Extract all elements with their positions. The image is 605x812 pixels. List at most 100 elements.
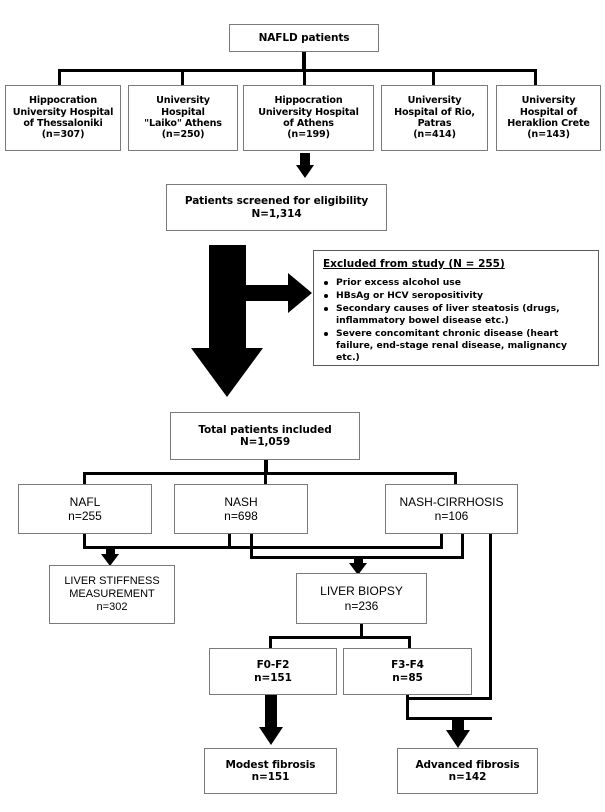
arrow-to-lsm-stem <box>106 546 115 557</box>
group-cirrhosis-count: n=106 <box>434 509 469 523</box>
site-2-line1: University <box>156 95 210 107</box>
node-site-thessaloniki: Hippocration University Hospital of Thes… <box>5 85 121 151</box>
site-2-count: (n=250) <box>161 129 205 141</box>
connector-cirrhosis-to-advanced <box>489 534 492 700</box>
connector-drop-f3f4 <box>408 636 411 649</box>
excluded-reason-3: Secondary causes of liver steatosis (dru… <box>323 303 590 327</box>
arrow-to-modest-stem <box>265 695 277 730</box>
connector-sites-bus <box>58 69 537 72</box>
excluded-reason-1: Prior excess alcohol use <box>323 277 590 289</box>
node-patients-screened: Patients screened for eligibility N=1,31… <box>166 184 387 231</box>
site-3-line1: Hippocration <box>274 95 343 107</box>
lsm-count: n=302 <box>96 600 128 613</box>
site-3-line2: University Hospital <box>258 106 359 118</box>
arrow-excluded-right <box>233 273 312 313</box>
group-nafl-count: n=255 <box>68 509 102 523</box>
node-liver-biopsy: LIVER BIOPSY n=236 <box>296 573 427 624</box>
connector-drop-group-nafl <box>83 472 86 485</box>
connector-drop-f0f2 <box>269 636 272 649</box>
site-5-line3: Heraklion Crete <box>507 118 590 129</box>
node-nafld-patients: NAFLD patients <box>229 24 379 52</box>
connector-advanced-merge-bottom <box>406 717 492 720</box>
excluded-title: Excluded from study (N = 255) <box>323 258 505 270</box>
connector-drop-site-1 <box>58 69 61 85</box>
arrow-to-biopsy-head <box>349 563 367 575</box>
included-line2: N=1,059 <box>239 436 291 448</box>
connector-advanced-merge-bus <box>406 697 492 700</box>
connector-cirrhosis-out-lsm <box>440 534 443 548</box>
connector-root-stem <box>302 52 306 71</box>
outcome-modest-count: n=151 <box>251 771 290 783</box>
outcome-modest-label: Modest fibrosis <box>225 758 316 771</box>
excluded-reasons-list: Prior excess alcohol use HBsAg or HCV se… <box>323 277 590 364</box>
group-nash-count: n=698 <box>224 509 258 523</box>
connector-included-stem <box>264 460 268 474</box>
excluded-reason-3-line1: Secondary causes of liver steatosis (dru… <box>336 302 560 314</box>
arrow-to-screened-head <box>296 165 314 178</box>
connector-drop-group-cirrhosis <box>454 472 457 485</box>
site-1-count: (n=307) <box>41 129 85 141</box>
node-site-rio-patras: University Hospital of Rio, Patras (n=41… <box>381 85 488 151</box>
biopsy-count: n=236 <box>344 598 379 613</box>
connector-nash-out-lsm <box>228 534 231 548</box>
screened-line2: N=1,314 <box>251 207 302 220</box>
stage-f3f4-count: n=85 <box>392 671 423 684</box>
site-5-count: (n=143) <box>527 129 570 141</box>
outcome-advanced-count: n=142 <box>448 771 487 783</box>
connector-cirrhosis-out-biopsy <box>461 534 464 558</box>
node-excluded-from-study: Excluded from study (N = 255) Prior exce… <box>313 250 599 366</box>
excluded-reason-4-line1: Severe concomitant chronic disease (hear… <box>336 327 559 339</box>
site-2-line3: "Laiko" Athens <box>144 118 222 129</box>
connector-drop-group-nash <box>264 472 267 485</box>
group-cirrhosis-label: NASH-CIRRHOSIS <box>399 494 504 509</box>
connector-drop-site-2 <box>181 69 184 85</box>
lsm-line1: LIVER STIFFNESS <box>64 575 160 588</box>
site-4-line2: Hospital of Rio, <box>394 106 475 118</box>
node-site-hippocration-athens: Hippocration University Hospital of Athe… <box>243 85 374 151</box>
biopsy-label: LIVER BIOPSY <box>320 584 403 599</box>
node-liver-stiffness-measurement: LIVER STIFFNESS MEASUREMENT n=302 <box>49 565 175 624</box>
excluded-reason-4: Severe concomitant chronic disease (hear… <box>323 328 590 364</box>
arrow-screened-split <box>191 245 312 397</box>
site-4-line1: University <box>407 95 462 107</box>
connector-drop-site-4 <box>432 69 435 85</box>
arrow-to-advanced-stem <box>452 717 464 733</box>
node-site-laiko-athens: University Hospital "Laiko" Athens (n=25… <box>128 85 238 151</box>
node-group-nash-cirrhosis: NASH-CIRRHOSIS n=106 <box>385 484 518 534</box>
stage-f3f4-label: F3-F4 <box>391 659 424 672</box>
node-stage-f3-f4: F3-F4 n=85 <box>343 648 472 695</box>
site-2-line2: Hospital <box>161 106 205 118</box>
connector-stages-bus <box>269 636 411 639</box>
node-total-included: Total patients included N=1,059 <box>170 412 360 460</box>
connector-f3f4-out <box>406 695 409 719</box>
stage-f0f2-count: n=151 <box>254 671 292 684</box>
site-1-line2: University Hospital <box>12 106 114 118</box>
node-group-nash: NASH n=698 <box>174 484 308 534</box>
arrow-to-biopsy-stem <box>354 556 363 565</box>
connector-nafl-out <box>83 534 86 548</box>
site-3-count: (n=199) <box>287 129 330 141</box>
site-1-line1: Hippocration <box>28 95 98 107</box>
stage-f0f2-label: F0-F2 <box>256 659 290 672</box>
excluded-reason-3-line2: inflammatory bowel disease etc.) <box>336 314 509 326</box>
group-nash-label: NASH <box>224 494 258 509</box>
included-line1: Total patients included <box>198 423 332 436</box>
connector-lsm-merge-bus <box>83 546 443 549</box>
site-4-line3: Patras <box>417 118 452 129</box>
connector-drop-site-5 <box>534 69 537 85</box>
site-5-line2: Hospital of <box>519 106 578 118</box>
arrow-included-down <box>191 245 263 397</box>
group-nafl-label: NAFL <box>69 494 101 509</box>
arrow-to-advanced-head <box>446 730 470 748</box>
outcome-advanced-label: Advanced fibrosis <box>415 758 520 771</box>
connector-groups-bus <box>83 472 457 475</box>
site-4-count: (n=414) <box>413 129 456 141</box>
arrow-to-lsm-head <box>101 554 119 566</box>
arrow-to-screened-stem <box>300 153 310 167</box>
lsm-line2: MEASUREMENT <box>69 588 155 601</box>
connector-drop-site-3 <box>303 69 306 85</box>
node-outcome-modest-fibrosis: Modest fibrosis n=151 <box>204 748 337 794</box>
node-group-nafl: NAFL n=255 <box>18 484 152 534</box>
node-stage-f0-f2: F0-F2 n=151 <box>209 648 337 695</box>
